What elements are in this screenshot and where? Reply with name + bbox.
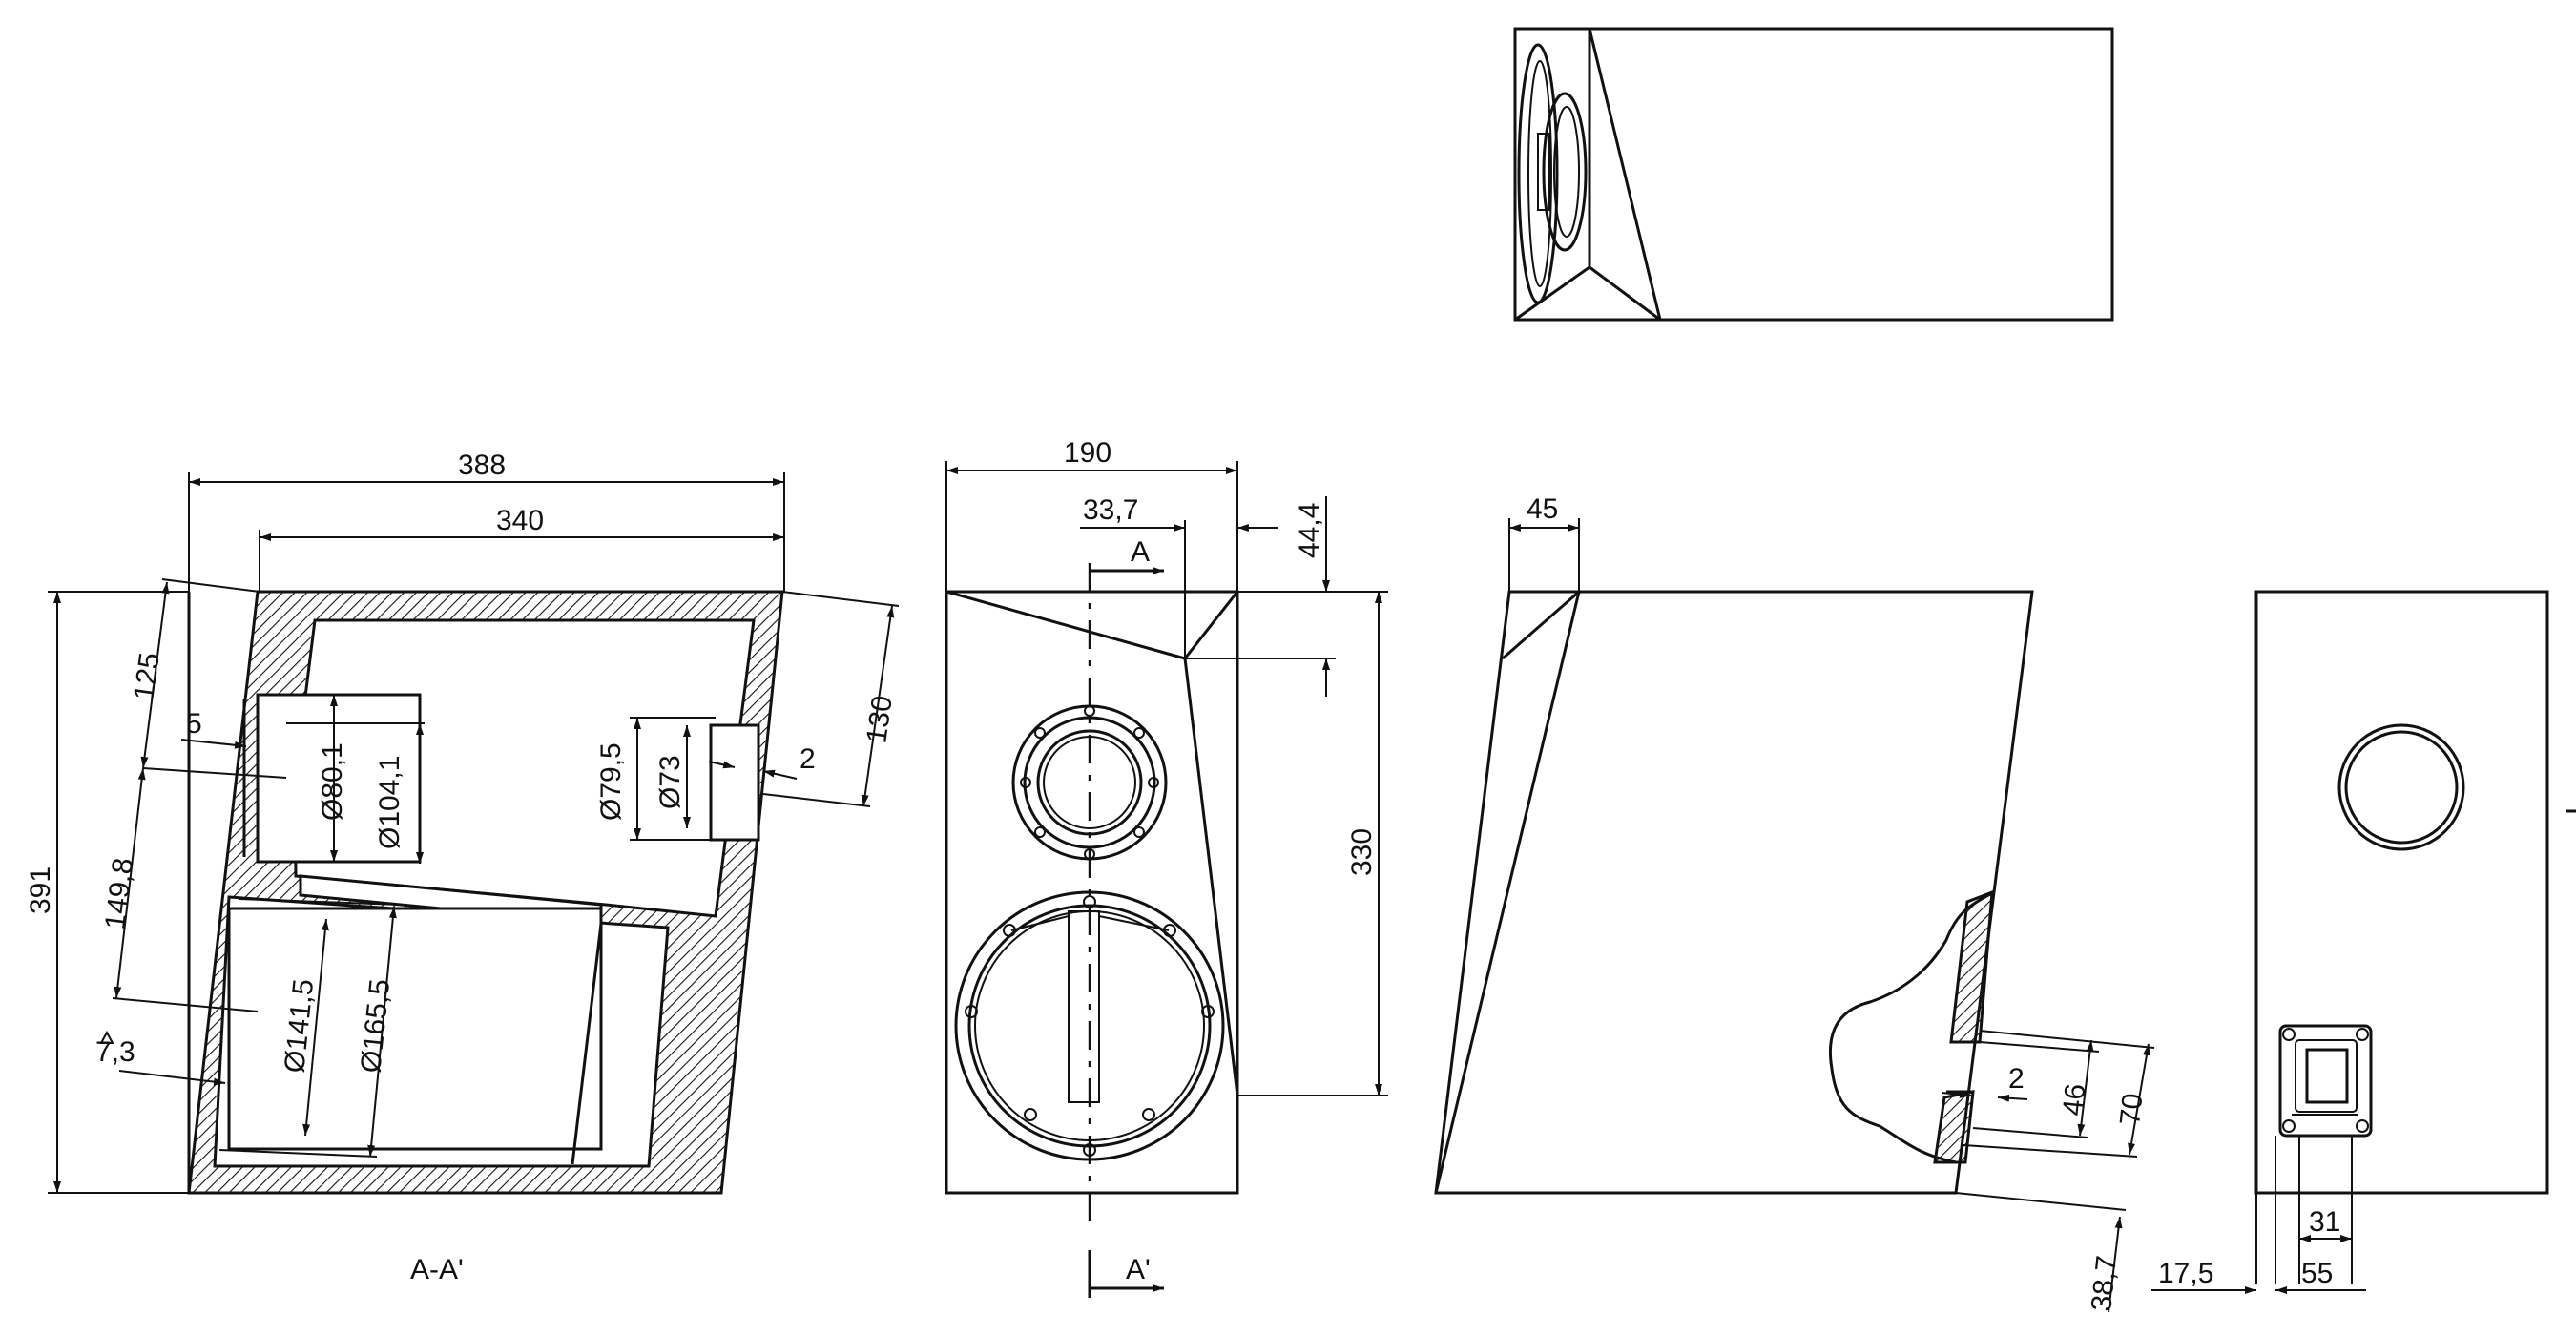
side-port-wall-top bbox=[1949, 889, 1994, 1044]
side-view: 45 2 46 70 38,7 bbox=[1434, 493, 2155, 1313]
ext-line bbox=[1955, 1192, 2127, 1211]
dim-45: 45 bbox=[1527, 493, 1558, 525]
section-caption: A-A' bbox=[410, 1254, 464, 1285]
dim-line-7-3 bbox=[118, 1070, 226, 1086]
front-view: 190 33,7 44,4 330 A A' bbox=[945, 437, 1388, 1298]
ext-line bbox=[1972, 1127, 2088, 1138]
ext-line bbox=[762, 793, 871, 807]
dim-70: 70 bbox=[2114, 1092, 2149, 1127]
dim-340: 340 bbox=[496, 505, 544, 536]
dim-330: 330 bbox=[1346, 828, 1378, 876]
ext-line bbox=[1979, 1030, 2155, 1049]
top-view-baffle-bevel-2 bbox=[1589, 265, 1661, 322]
dim-line-side-2 bbox=[1941, 1090, 1972, 1098]
dim-tw-outer: Ø104,1 bbox=[374, 756, 405, 849]
rear-outline bbox=[2254, 590, 2549, 1195]
dim-31: 31 bbox=[2309, 1206, 2340, 1238]
ext-line bbox=[1963, 1144, 2138, 1158]
dim-2: 2 bbox=[800, 743, 816, 775]
ext-line bbox=[161, 578, 260, 593]
dim-port-inner: Ø73 bbox=[654, 755, 686, 809]
dim-line-149-8 bbox=[114, 767, 146, 999]
dim-line-wf-outer bbox=[367, 906, 397, 1158]
dim-130: 130 bbox=[861, 694, 899, 745]
dim-line-38-7 bbox=[2108, 1216, 2123, 1313]
port-tube bbox=[709, 723, 760, 842]
ext-line bbox=[112, 997, 259, 1012]
dim-line-2 bbox=[762, 769, 798, 780]
dim-line-70 bbox=[2128, 1043, 2150, 1156]
section-view: 388 340 391 125 149,8 5 7,3 Ø80,1 Ø104,1… bbox=[25, 449, 900, 1285]
section-marker-a: A bbox=[1131, 536, 1150, 568]
dim-44-4: 44,4 bbox=[1294, 503, 1325, 558]
top-view-outline bbox=[1513, 27, 2114, 322]
dim-388: 388 bbox=[458, 449, 506, 481]
woofer-cutout bbox=[227, 907, 603, 1151]
front-woofer-icon bbox=[954, 890, 1225, 1161]
dim-46: 46 bbox=[2057, 1082, 2091, 1117]
dim-190: 190 bbox=[1064, 437, 1111, 469]
dim-391: 391 bbox=[25, 866, 56, 914]
woofer-inner-line bbox=[571, 923, 603, 1165]
dim-tw-inner: Ø80,1 bbox=[317, 742, 348, 821]
dim-125: 125 bbox=[128, 651, 166, 702]
dim-17-5: 17,5 bbox=[2158, 1258, 2213, 1289]
section-marker-a-prime: A' bbox=[1126, 1254, 1151, 1285]
dim-33-7: 33,7 bbox=[1083, 494, 1138, 526]
side-baffle-line bbox=[1434, 591, 1581, 1194]
front-facet-top bbox=[945, 590, 1186, 660]
dim-5: 5 bbox=[186, 708, 202, 740]
front-facet-side bbox=[1183, 658, 1239, 1096]
dim-line-125 bbox=[140, 581, 170, 769]
rear-terminal-icon bbox=[2278, 1024, 2373, 1138]
ext-line bbox=[781, 591, 900, 607]
rear-view: 31 55 17,5 bbox=[2151, 590, 2576, 1294]
top-view bbox=[1513, 27, 2114, 322]
front-facet-corner bbox=[1183, 591, 1239, 659]
rear-port-icon bbox=[2337, 723, 2465, 851]
dim-line-side-2b bbox=[1997, 1094, 2028, 1102]
top-view-baffle-edge bbox=[1588, 28, 1662, 321]
dim-149-8: 149,8 bbox=[99, 856, 139, 931]
top-view-woofer-icon bbox=[1517, 43, 1588, 304]
ext-line bbox=[142, 767, 287, 779]
front-outline bbox=[945, 590, 1239, 1195]
ext-line bbox=[218, 1149, 378, 1158]
top-view-baffle-bevel bbox=[1514, 265, 1590, 322]
dim-line-46 bbox=[2077, 1039, 2094, 1137]
front-tweeter-icon bbox=[1011, 704, 1168, 861]
dim-line-2b bbox=[708, 761, 736, 769]
dim-port-outer: Ø79,5 bbox=[595, 742, 627, 821]
side-port-wall-bottom bbox=[1933, 1090, 1975, 1164]
ext-line bbox=[238, 898, 402, 906]
side-breakout-outline bbox=[1828, 890, 1995, 1164]
triangle-icon bbox=[99, 1030, 114, 1044]
dim-line-5 bbox=[180, 739, 247, 749]
ext-line bbox=[1979, 1041, 2100, 1053]
side-bevel bbox=[1502, 590, 1580, 660]
dim-side-2: 2 bbox=[2008, 1063, 2025, 1095]
dim-line-130 bbox=[861, 605, 895, 807]
dim-38-7: 38,7 bbox=[2086, 1254, 2123, 1313]
dim-55: 55 bbox=[2301, 1258, 2333, 1289]
dim-line-wf-inner bbox=[302, 918, 329, 1137]
